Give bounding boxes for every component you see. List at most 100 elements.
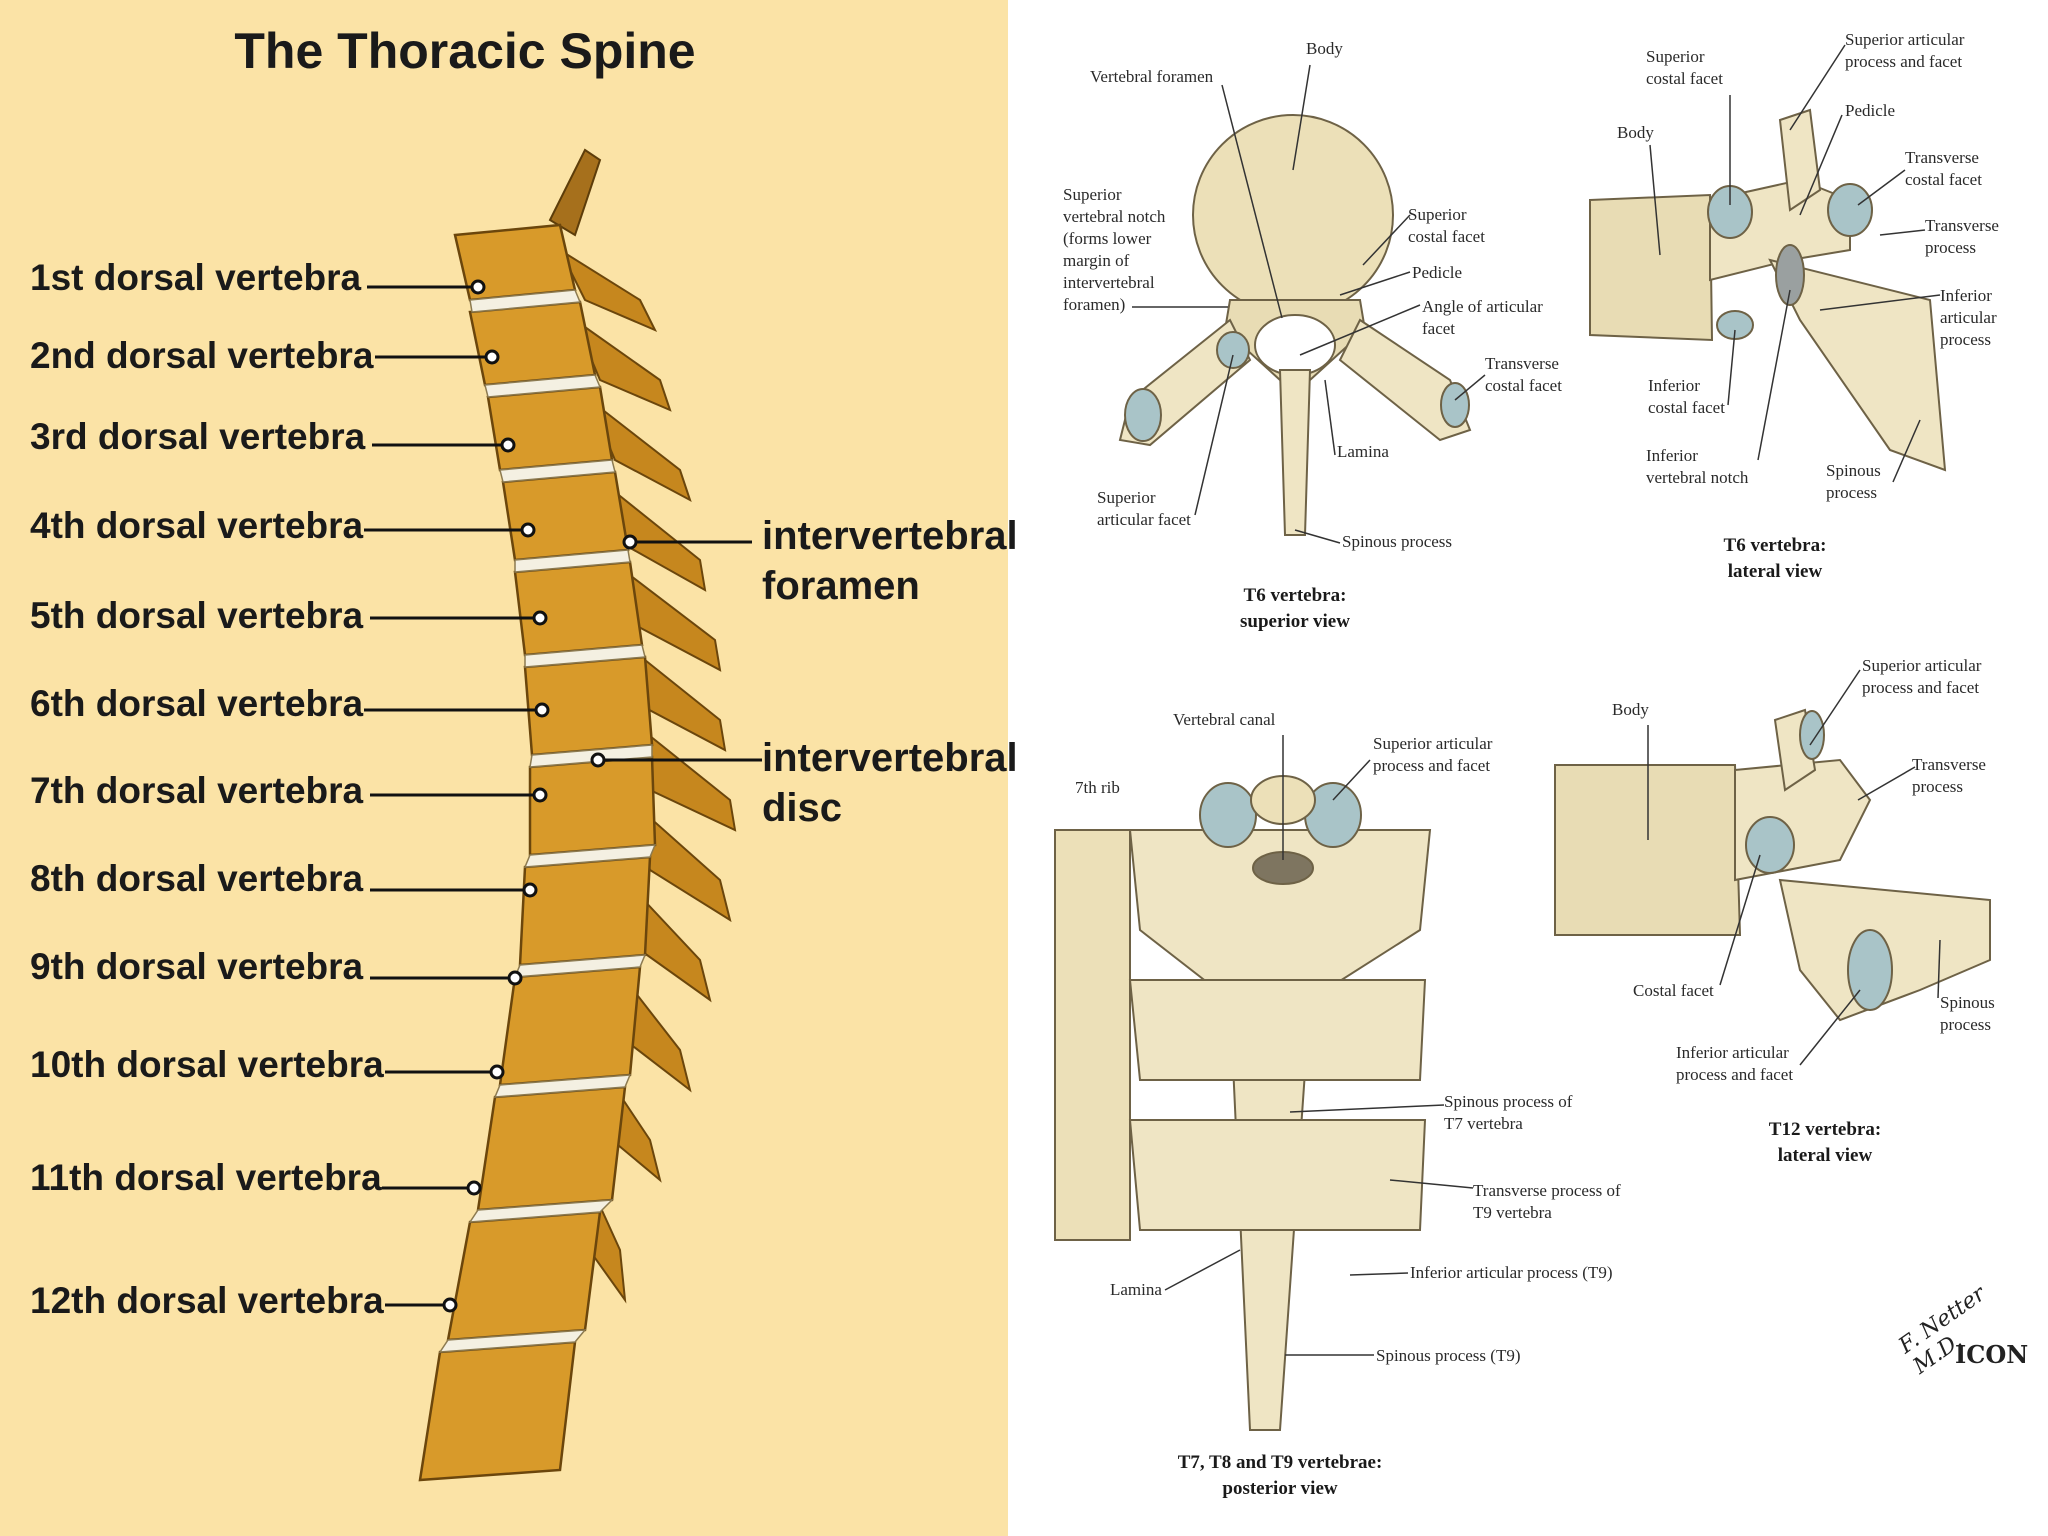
label-line: costal facet: [1485, 376, 1562, 395]
caption-line: T12 vertebra:: [1768, 1119, 1882, 1140]
vertebra-label-11: 11th dorsal vertebra: [30, 1157, 382, 1198]
label-line: Transverse: [1905, 148, 1979, 167]
caption-t6-lateral: T6 vertebra: lateral view: [1655, 533, 1895, 585]
label-line: process and facet: [1862, 678, 1980, 697]
label-spinous-process-t7: Spinous process of T7 vertebra: [1444, 1091, 1572, 1135]
label-pedicle: Pedicle: [1412, 263, 1463, 282]
caption-line: lateral view: [1727, 561, 1823, 582]
label-costal-facet: Costal facet: [1633, 981, 1714, 1000]
label-line: vertebral notch: [1646, 468, 1749, 487]
label-line: process and facet: [1676, 1065, 1794, 1084]
label-line: facet: [1422, 319, 1456, 338]
label-line: Inferior: [1646, 446, 1698, 465]
label-line: costal facet: [1648, 398, 1725, 417]
label-spinous-process: Spinous process: [1342, 532, 1453, 551]
vertebra-label-1: 1st dorsal vertebra: [30, 257, 362, 298]
label-spinous-process: Spinous process: [1940, 992, 1995, 1036]
label-line: process: [1925, 238, 1976, 257]
label-pedicle: Pedicle: [1845, 101, 1896, 120]
vertebra-label-12: 12th dorsal vertebra: [30, 1280, 384, 1321]
label-line: Transverse: [1485, 354, 1559, 373]
t6-lateral-view-illustration: [1589, 108, 1947, 472]
icon-logo: ICON: [1955, 1340, 2029, 1369]
label-lamina: Lamina: [1110, 1280, 1162, 1299]
vertebra-label-9: 9th dorsal vertebra: [30, 946, 364, 987]
label-line: Inferior: [1648, 376, 1700, 395]
label-inferior-articular-process: Inferior articular process: [1940, 285, 1997, 351]
label-line: process and facet: [1845, 52, 1963, 71]
label-superior-articular-process: Superior articular process and facet: [1845, 29, 1964, 73]
vertebra-label-6: 6th dorsal vertebra: [30, 683, 364, 724]
intervertebral-foramen-label: intervertebral foramen: [762, 511, 1018, 611]
posterior-view-illustration: [1054, 775, 1432, 1431]
label-line: articular: [1940, 308, 1997, 327]
thoracic-spine-illustration: [364, 148, 762, 1482]
label-body: Body: [1306, 39, 1343, 58]
label-line: (forms lower: [1063, 229, 1152, 248]
label-line: foramen): [1063, 295, 1126, 314]
caption-posterior-view: T7, T8 and T9 vertebrae: posterior view: [1130, 1450, 1430, 1502]
callout-line: intervertebral: [762, 736, 1018, 780]
label-line: Transverse: [1912, 755, 1986, 774]
label-line: Transverse: [1925, 216, 1999, 235]
vertebra-label-4: 4th dorsal vertebra: [30, 505, 364, 546]
label-line: Angle of articular: [1422, 297, 1543, 316]
vertebra-label-8: 8th dorsal vertebra: [30, 858, 364, 899]
vertebra-label-5: 5th dorsal vertebra: [30, 595, 364, 636]
panel-title: The Thoracic Spine: [234, 23, 696, 79]
label-transverse-process: Transverse process: [1912, 754, 1986, 798]
callout-line: disc: [762, 786, 843, 830]
label-line: process: [1912, 777, 1963, 796]
vertebra-label-10: 10th dorsal vertebra: [30, 1044, 384, 1085]
label-line: Superior: [1097, 488, 1156, 507]
label-line: process: [1826, 483, 1877, 502]
label-line: Superior: [1646, 47, 1705, 66]
caption-line: posterior view: [1222, 1478, 1338, 1499]
label-superior-articular-process: Superior articular process and facet: [1373, 733, 1492, 777]
label-vertebral-canal: Vertebral canal: [1173, 710, 1276, 729]
label-transverse-process: Transverse process: [1925, 215, 1999, 259]
label-line: Superior: [1063, 185, 1122, 204]
label-line: process and facet: [1373, 756, 1491, 775]
label-superior-costal-facet: Superior costal facet: [1408, 204, 1485, 248]
label-line: Spinous process of: [1444, 1092, 1573, 1111]
caption-line: T6 vertebra:: [1243, 585, 1347, 606]
intervertebral-disc-label: intervertebral disc: [762, 733, 1018, 833]
label-line: Superior: [1408, 205, 1467, 224]
label-7th-rib: 7th rib: [1075, 778, 1120, 797]
label-angle-of-articular-facet: Angle of articular facet: [1422, 296, 1543, 340]
caption-line: lateral view: [1777, 1145, 1873, 1166]
label-spinous-process: Spinous process: [1826, 460, 1881, 504]
t12-lateral-view-illustration: [1554, 708, 1991, 1022]
vertebra-label-7: 7th dorsal vertebra: [30, 770, 364, 811]
caption-line: T6 vertebra:: [1723, 535, 1827, 556]
label-line: costal facet: [1905, 170, 1982, 189]
label-line: process: [1940, 330, 1991, 349]
label-line: T9 vertebra: [1473, 1203, 1552, 1222]
label-transverse-costal-facet: Transverse costal facet: [1485, 353, 1562, 397]
label-body: Body: [1612, 700, 1649, 719]
label-line: vertebral notch: [1063, 207, 1166, 226]
vertebra-label-2: 2nd dorsal vertebra: [30, 335, 374, 376]
caption-line: superior view: [1240, 611, 1350, 632]
label-inferior-articular-process-t9: Inferior articular process (T9): [1410, 1263, 1613, 1282]
label-line: Superior articular: [1373, 734, 1493, 753]
label-inferior-vertebral-notch: Inferior vertebral notch: [1646, 445, 1748, 489]
label-vertebral-foramen: Vertebral foramen: [1090, 67, 1214, 86]
label-line: Superior articular: [1862, 656, 1982, 675]
label-inferior-articular-process: Inferior articular process and facet: [1676, 1042, 1793, 1086]
label-line: T7 vertebra: [1444, 1114, 1523, 1133]
label-line: costal facet: [1408, 227, 1485, 246]
label-line: process: [1940, 1015, 1991, 1034]
label-superior-vertebral-notch: Superior vertebral notch (forms lower ma…: [1063, 184, 1165, 316]
label-superior-articular-facet: Superior articular facet: [1097, 487, 1191, 531]
label-lamina: Lamina: [1337, 442, 1389, 461]
label-transverse-costal-facet: Transverse costal facet: [1905, 147, 1982, 191]
caption-line: T7, T8 and T9 vertebrae:: [1177, 1452, 1383, 1473]
vertebra-label-3: 3rd dorsal vertebra: [30, 416, 366, 457]
label-line: Inferior articular: [1676, 1043, 1789, 1062]
label-line: Superior articular: [1845, 30, 1965, 49]
label-superior-costal-facet: Superior costal facet: [1646, 46, 1723, 90]
